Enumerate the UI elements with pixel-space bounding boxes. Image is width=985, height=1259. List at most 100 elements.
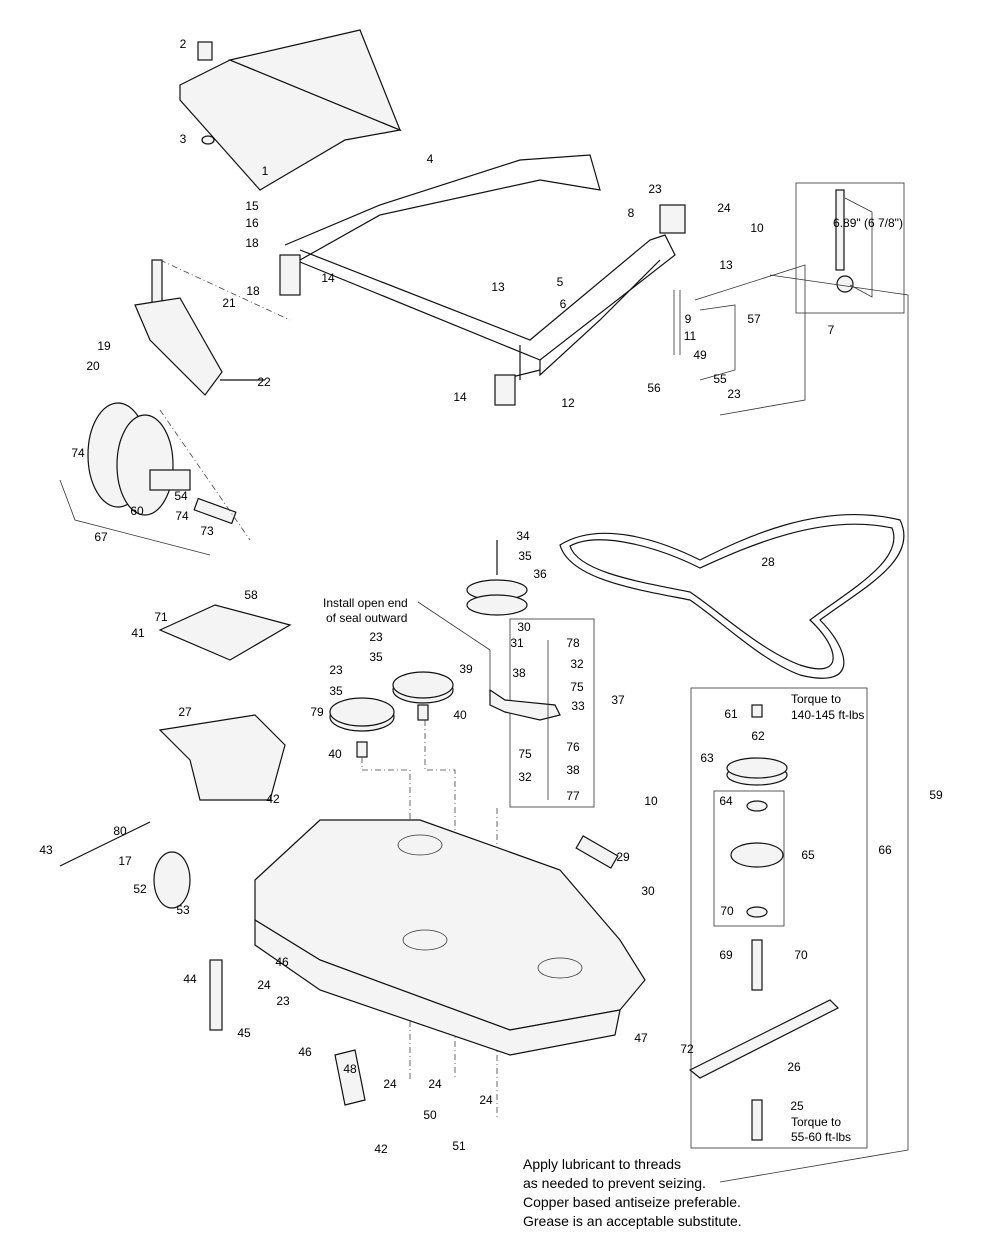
torque-bottom-line1: Torque to [791, 1115, 841, 1129]
callout-24: 24 [428, 1077, 442, 1091]
part-spring [575, 835, 619, 869]
callout-70: 70 [720, 904, 734, 918]
callout-77: 77 [566, 789, 580, 803]
callout-5: 5 [557, 275, 564, 289]
box-65 [713, 790, 785, 927]
part-shield [158, 604, 292, 661]
callout-32: 32 [518, 770, 532, 784]
part-belt [559, 513, 905, 679]
callout-73: 73 [200, 524, 214, 538]
callout-23: 23 [727, 387, 741, 401]
callout-53: 53 [176, 903, 190, 917]
callout-36: 36 [533, 567, 547, 581]
part-bracket-48 [334, 1049, 366, 1106]
callout-35: 35 [329, 684, 343, 698]
part-spindle [688, 704, 840, 1141]
callout-46: 46 [275, 955, 289, 969]
callout-20: 20 [86, 359, 100, 373]
callout-35: 35 [518, 549, 532, 563]
part-cover [179, 29, 403, 191]
callout-19: 19 [97, 339, 111, 353]
callout-51: 51 [452, 1139, 466, 1153]
callout-7: 7 [828, 323, 835, 337]
callout-23: 23 [276, 994, 290, 1008]
callout-48: 48 [343, 1062, 357, 1076]
callout-14: 14 [453, 390, 467, 404]
callout-42: 42 [266, 792, 280, 806]
callout-46: 46 [298, 1045, 312, 1059]
detail-box [795, 182, 905, 314]
callout-8: 8 [628, 206, 635, 220]
lube-note-line2: as needed to prevent seizing. [523, 1175, 706, 1191]
callout-2: 2 [180, 37, 187, 51]
callout-6: 6 [560, 297, 567, 311]
part-chute [158, 714, 286, 801]
callout-54: 54 [174, 489, 188, 503]
callout-24: 24 [717, 201, 731, 215]
callout-45: 45 [237, 1026, 251, 1040]
callout-64: 64 [719, 794, 733, 808]
callout-23: 23 [329, 663, 343, 677]
callout-16: 16 [245, 216, 259, 230]
box-66 [690, 687, 868, 1149]
callout-65: 65 [801, 848, 815, 862]
bracket-59 [719, 274, 909, 1183]
callout-28: 28 [761, 555, 775, 569]
callout-70: 70 [794, 948, 808, 962]
torque-top-line1: Torque to [791, 692, 841, 706]
callout-72: 72 [680, 1042, 694, 1056]
callout-13: 13 [491, 280, 505, 294]
part-rod-43 [59, 821, 151, 867]
callout-24: 24 [479, 1093, 493, 1107]
callout-18: 18 [246, 284, 260, 298]
callout-23: 23 [369, 630, 383, 644]
callout-30: 30 [517, 620, 531, 634]
callout-40: 40 [453, 708, 467, 722]
part-caster [59, 259, 291, 556]
callout-13: 13 [719, 258, 733, 272]
detail-dimension: 6.89" (6 7/8") [833, 216, 903, 230]
callout-44: 44 [183, 972, 197, 986]
callout-22: 22 [257, 375, 271, 389]
callout-35: 35 [369, 650, 383, 664]
callout-63: 63 [700, 751, 714, 765]
callout-50: 50 [423, 1108, 437, 1122]
callout-43: 43 [39, 843, 53, 857]
callout-21: 21 [222, 296, 236, 310]
callout-58: 58 [244, 588, 258, 602]
callout-67: 67 [94, 530, 108, 544]
callout-69: 69 [719, 948, 733, 962]
callout-23: 23 [648, 182, 662, 196]
callout-75: 75 [518, 747, 532, 761]
lube-note-line3: Copper based antiseize preferable. [523, 1194, 741, 1210]
callout-56: 56 [647, 381, 661, 395]
callout-74: 74 [175, 509, 189, 523]
callout-75: 75 [570, 680, 584, 694]
callout-41: 41 [131, 626, 145, 640]
callout-10: 10 [750, 221, 764, 235]
callout-17: 17 [118, 854, 132, 868]
callout-61: 61 [724, 707, 738, 721]
callout-79: 79 [310, 705, 324, 719]
callout-59: 59 [929, 788, 943, 802]
callout-74: 74 [71, 446, 85, 460]
callout-4: 4 [427, 152, 434, 166]
callout-49: 49 [693, 348, 707, 362]
callout-71: 71 [154, 610, 168, 624]
part-deck [254, 819, 646, 1056]
part-frame [279, 154, 686, 406]
callout-29: 29 [616, 850, 630, 864]
callout-60: 60 [130, 504, 144, 518]
part-idler-pulley [466, 540, 528, 616]
callout-76: 76 [566, 740, 580, 754]
callout-55: 55 [713, 372, 727, 386]
callout-37: 37 [611, 693, 625, 707]
part-post-44 [209, 959, 223, 1031]
callout-34: 34 [516, 529, 530, 543]
callout-9: 9 [685, 312, 692, 326]
callout-42: 42 [374, 1142, 388, 1156]
callout-27: 27 [178, 705, 192, 719]
callout-57: 57 [747, 312, 761, 326]
callout-39: 39 [459, 662, 473, 676]
